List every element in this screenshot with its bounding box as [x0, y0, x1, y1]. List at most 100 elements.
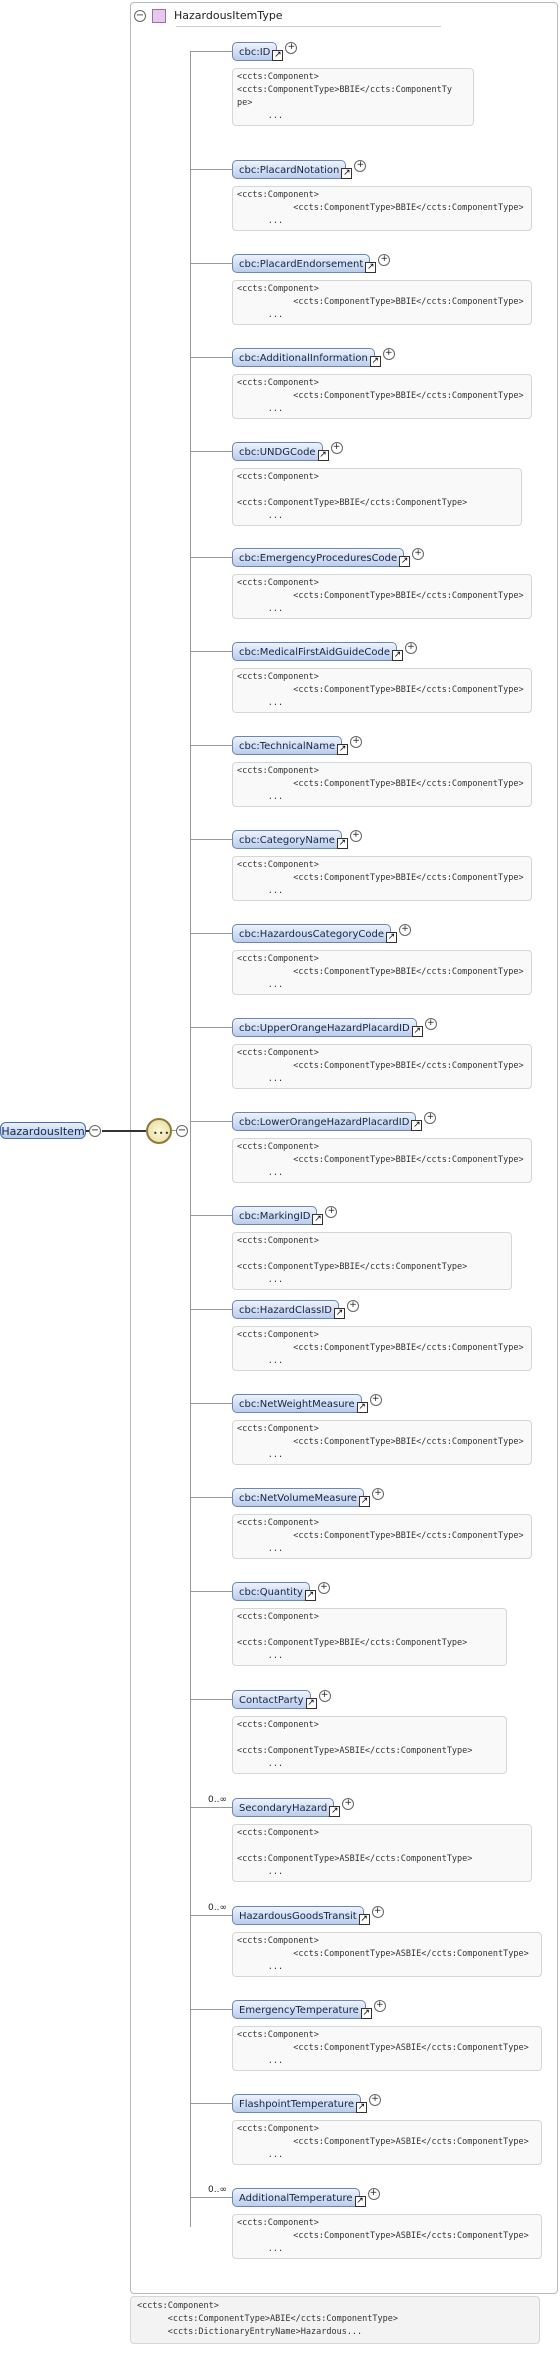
annotation-note: <ccts:Component> <ccts:ComponentType>ASB… — [232, 1932, 542, 1977]
element-node[interactable]: cbc:ID — [232, 42, 278, 61]
element-node[interactable]: cbc:LowerOrangeHazardPlacardID — [232, 1112, 417, 1131]
reference-arrow-icon[interactable]: ↗ — [365, 262, 377, 273]
type-header-divider — [176, 26, 441, 27]
element-node[interactable]: SecondaryHazard — [232, 1798, 335, 1817]
expand-element-button[interactable]: + — [424, 1112, 437, 1124]
reference-arrow-icon[interactable]: ↗ — [411, 1026, 423, 1037]
expand-element-button[interactable]: + — [325, 1206, 338, 1218]
element-node[interactable]: EmergencyTemperature — [232, 2000, 366, 2019]
sequence-branch — [190, 1215, 232, 1216]
sequence-branch — [190, 2103, 232, 2104]
element-node[interactable]: cbc:UpperOrangeHazardPlacardID — [232, 1018, 417, 1037]
expand-element-button[interactable]: + — [371, 1906, 384, 1918]
reference-arrow-icon[interactable]: ↗ — [341, 168, 353, 179]
sequence-branch — [190, 1699, 232, 1700]
reference-arrow-icon[interactable]: ↗ — [305, 1698, 317, 1709]
expand-element-button[interactable]: + — [405, 642, 418, 654]
sequence-spine — [190, 52, 191, 2227]
element-node[interactable]: cbc:MarkingID — [232, 1206, 318, 1225]
expand-element-button[interactable]: + — [369, 2094, 382, 2106]
element-node[interactable]: cbc:UNDGCode — [232, 442, 323, 461]
sequence-branch — [190, 651, 232, 652]
reference-arrow-icon[interactable]: ↗ — [329, 1806, 341, 1817]
type-header: − HazardousItemType — [130, 5, 430, 27]
collapse-root-button[interactable]: − — [89, 1125, 101, 1137]
reference-arrow-icon[interactable]: ↗ — [399, 556, 411, 567]
element-node[interactable]: cbc:CategoryName — [232, 830, 342, 849]
reference-arrow-icon[interactable]: ↗ — [272, 50, 284, 61]
reference-arrow-icon[interactable]: ↗ — [385, 932, 397, 943]
sequence-branch — [190, 1591, 232, 1592]
expand-element-button[interactable]: + — [369, 1394, 382, 1406]
expand-element-button[interactable]: + — [367, 2188, 380, 2200]
sequence-branch — [190, 745, 232, 746]
sequence-branch — [190, 1915, 232, 1916]
expand-element-button[interactable]: + — [412, 548, 425, 560]
annotation-note: <ccts:Component> <ccts:ComponentType>BBI… — [232, 1044, 532, 1089]
reference-arrow-icon[interactable]: ↗ — [356, 2102, 368, 2113]
sequence-branch — [190, 1403, 232, 1404]
reference-arrow-icon[interactable]: ↗ — [337, 744, 349, 755]
annotation-note: <ccts:Component> <ccts:ComponentType>ASB… — [232, 1716, 507, 1774]
expand-element-button[interactable]: + — [373, 2000, 386, 2012]
element-node[interactable]: cbc:HazardClassID — [232, 1300, 339, 1319]
sequence-branch — [190, 2197, 232, 2198]
element-node[interactable]: HazardousGoodsTransit — [232, 1906, 364, 1925]
element-node[interactable]: ContactParty — [232, 1690, 311, 1709]
element-node[interactable]: cbc:HazardousCategoryCode — [232, 924, 391, 943]
element-node[interactable]: AdditionalTemperature — [232, 2188, 360, 2207]
sequence-compositor-icon[interactable]: ••• — [146, 1118, 172, 1144]
reference-arrow-icon[interactable]: ↗ — [333, 1308, 345, 1319]
annotation-note: <ccts:Component> <ccts:ComponentType>BBI… — [232, 856, 532, 901]
root-element[interactable]: HazardousItem — [0, 1122, 86, 1139]
expand-element-button[interactable]: + — [371, 1488, 384, 1500]
reference-arrow-icon[interactable]: ↗ — [312, 1214, 324, 1225]
reference-arrow-icon[interactable]: ↗ — [356, 1402, 368, 1413]
reference-arrow-icon[interactable]: ↗ — [354, 2196, 366, 2207]
annotation-note: <ccts:Component> <ccts:ComponentType>BBI… — [232, 1232, 512, 1290]
expand-element-button[interactable]: + — [354, 160, 367, 172]
expand-element-button[interactable]: + — [317, 1582, 330, 1594]
expand-element-button[interactable]: + — [424, 1018, 437, 1030]
expand-element-button[interactable]: + — [378, 254, 391, 266]
reference-arrow-icon[interactable]: ↗ — [358, 1496, 370, 1507]
reference-arrow-icon[interactable]: ↗ — [392, 650, 404, 661]
reference-arrow-icon[interactable]: ↗ — [336, 838, 348, 849]
expand-element-button[interactable]: + — [349, 830, 362, 842]
expand-element-button[interactable]: + — [346, 1300, 359, 1312]
annotation-note: <ccts:Component> <ccts:ComponentType>BBI… — [232, 668, 532, 713]
collapse-type-button[interactable]: − — [134, 10, 146, 22]
element-node[interactable]: cbc:EmergencyProceduresCode — [232, 548, 405, 567]
expand-element-button[interactable]: + — [382, 348, 395, 360]
collapse-sequence-button[interactable]: − — [176, 1125, 188, 1137]
element-node[interactable]: cbc:TechnicalName — [232, 736, 343, 755]
element-node[interactable]: cbc:MedicalFirstAidGuideCode — [232, 642, 398, 661]
reference-arrow-icon[interactable]: ↗ — [411, 1120, 423, 1131]
expand-element-button[interactable]: + — [342, 1798, 355, 1810]
element-node[interactable]: cbc:NetVolumeMeasure — [232, 1488, 364, 1507]
sequence-branch — [190, 263, 232, 264]
expand-element-button[interactable]: + — [285, 42, 298, 54]
element-node[interactable]: cbc:PlacardNotation — [232, 160, 347, 179]
element-node[interactable]: cbc:Quantity — [232, 1582, 310, 1601]
expand-element-button[interactable]: + — [330, 442, 343, 454]
element-node[interactable]: FlashpointTemperature — [232, 2094, 362, 2113]
reference-arrow-icon[interactable]: ↗ — [360, 2008, 372, 2019]
type-name: HazardousItemType — [174, 9, 283, 22]
reference-arrow-icon[interactable]: ↗ — [369, 356, 381, 367]
element-node[interactable]: cbc:NetWeightMeasure — [232, 1394, 362, 1413]
annotation-note: <ccts:Component> <ccts:ComponentType>BBI… — [232, 468, 522, 526]
reference-arrow-icon[interactable]: ↗ — [358, 1914, 370, 1925]
reference-arrow-icon[interactable]: ↗ — [317, 450, 329, 461]
annotation-note: <ccts:Component> <ccts:ComponentType>BBI… — [232, 1514, 532, 1559]
annotation-note: <ccts:Component> <ccts:ComponentType>BBI… — [232, 1326, 532, 1371]
annotation-note: <ccts:Component> <ccts:ComponentType>BBI… — [232, 574, 532, 619]
annotation-note: <ccts:Component> <ccts:ComponentType>BBI… — [232, 1608, 507, 1666]
expand-element-button[interactable]: + — [350, 736, 363, 748]
expand-element-button[interactable]: + — [318, 1690, 331, 1702]
annotation-note: <ccts:Component> <ccts:ComponentType>BBI… — [232, 950, 532, 995]
expand-element-button[interactable]: + — [398, 924, 411, 936]
element-node[interactable]: cbc:PlacardEndorsement — [232, 254, 371, 273]
reference-arrow-icon[interactable]: ↗ — [304, 1590, 316, 1601]
element-node[interactable]: cbc:AdditionalInformation — [232, 348, 375, 367]
